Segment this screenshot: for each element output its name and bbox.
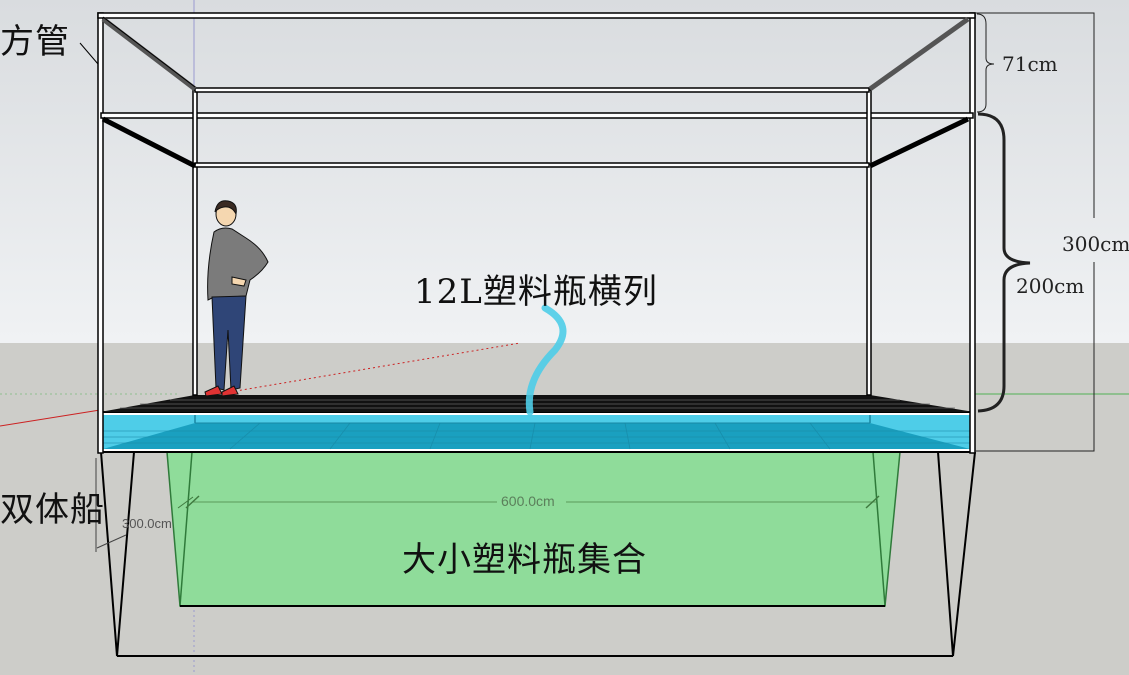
bottle-row-layer [99, 411, 975, 453]
bottle-bundle-label: 大小塑料瓶集合 [402, 540, 647, 580]
deck-platform [100, 395, 974, 412]
dimension-300cm: 300cm [1062, 232, 1129, 256]
dimension-marks [975, 12, 1095, 452]
human-figure [204, 200, 269, 397]
dimension-200cm: 200cm [1016, 274, 1085, 298]
pointer-curve [525, 304, 567, 416]
catamaran-hulls [100, 451, 976, 657]
bottle-row-label: 12L塑料瓶横列 [414, 272, 658, 312]
square-tube-label: 方管 [0, 22, 70, 62]
square-tube-leader [79, 42, 99, 65]
sky-background [0, 0, 1129, 343]
red-axis [0, 409, 101, 427]
square-tube-frame [97, 12, 976, 454]
dimension-300cm-width: 300.0cm [122, 516, 172, 531]
red-axis-dotted [229, 342, 521, 393]
dimension-71cm: 71cm [1002, 52, 1058, 76]
catamaran-label: 双体船 [0, 490, 105, 530]
dimension-600cm: 600.0cm [501, 493, 555, 509]
bottle-bundle-body [95, 451, 901, 607]
